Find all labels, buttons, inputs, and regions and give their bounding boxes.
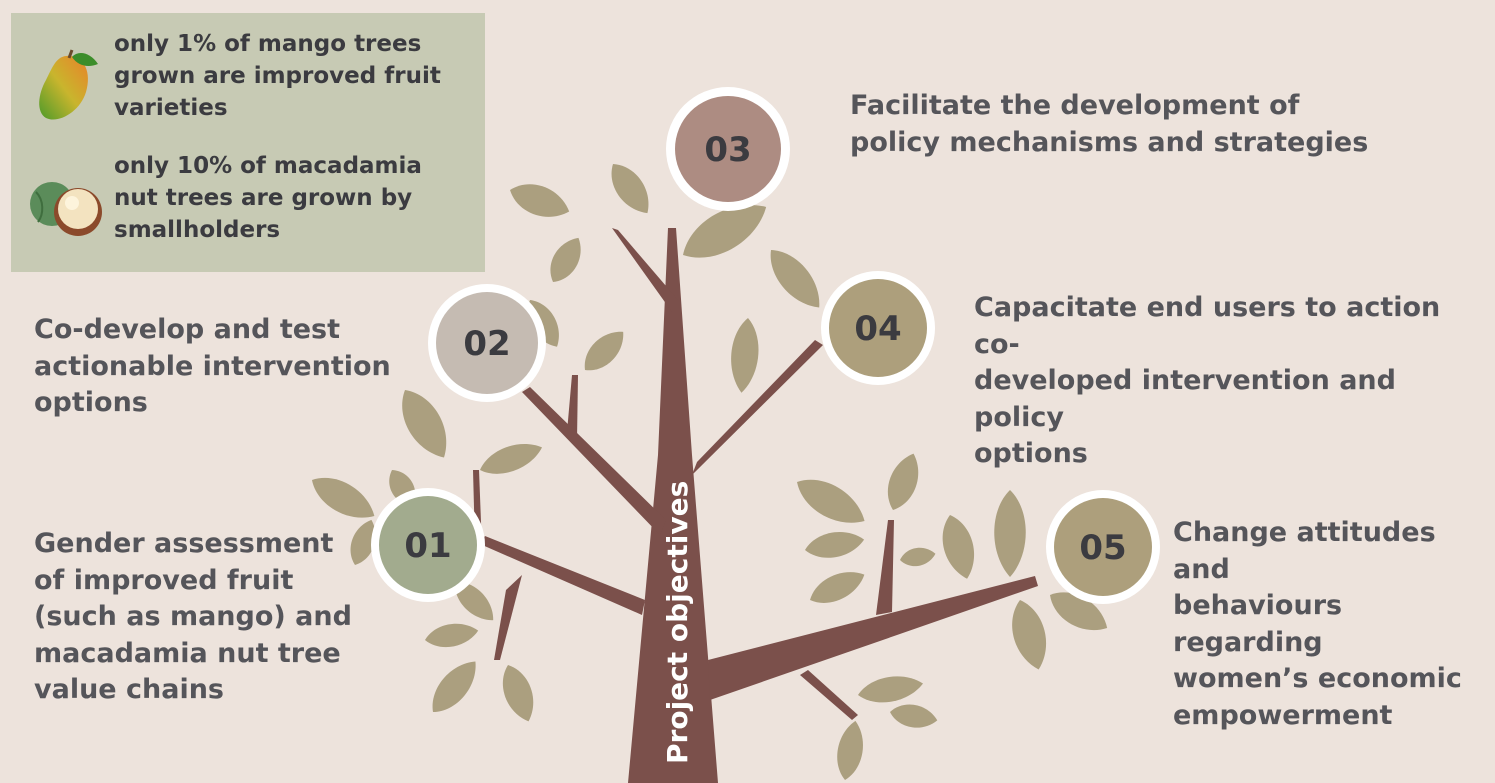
objective-01-text: Gender assessment of improved fruit (suc… xyxy=(34,528,352,705)
leaf xyxy=(804,563,870,612)
node-01: 01 xyxy=(371,488,485,602)
leaf xyxy=(504,176,575,226)
twig xyxy=(800,670,858,720)
node-fill xyxy=(436,292,538,394)
twig xyxy=(494,575,522,660)
twig xyxy=(567,375,578,440)
leaf xyxy=(304,467,382,529)
leaf xyxy=(880,449,927,515)
leaf xyxy=(576,323,632,379)
leaf xyxy=(1004,595,1054,674)
leaf xyxy=(994,490,1026,577)
node-fill xyxy=(829,279,927,377)
objective-03-text: Facilitate the development of policy mec… xyxy=(850,90,1369,158)
leaf xyxy=(728,316,762,394)
node-05: 05 xyxy=(1046,490,1160,604)
leaf xyxy=(888,700,940,732)
trunk xyxy=(628,228,718,783)
leaf xyxy=(542,231,590,289)
branch xyxy=(708,576,1038,700)
branch xyxy=(480,536,645,615)
leaf xyxy=(475,435,547,482)
node-number: 03 xyxy=(704,130,751,170)
leaf xyxy=(601,156,659,221)
objective-04-text: Capacitate end users to action co- devel… xyxy=(974,292,1441,469)
node-number: 04 xyxy=(854,309,901,349)
leaf xyxy=(855,671,926,708)
node-fill xyxy=(675,96,781,202)
node-03: 03 xyxy=(666,87,790,211)
stat-macadamia-text: only 10% of macadamia nut trees are grow… xyxy=(114,153,422,243)
node-number: 05 xyxy=(1079,528,1126,568)
leaf xyxy=(898,544,938,569)
node-02: 02 xyxy=(428,284,546,402)
node-04: 04 xyxy=(821,271,935,385)
stat-mango-text: only 1% of mango trees grown are improve… xyxy=(114,31,441,121)
node-number: 02 xyxy=(463,324,510,364)
leaf xyxy=(390,381,459,466)
branch xyxy=(522,387,666,535)
tree-trunk xyxy=(473,228,1038,783)
mango-icon xyxy=(39,49,98,120)
node-number: 01 xyxy=(404,526,451,566)
objective-02-text: Co-develop and test actionable intervent… xyxy=(34,314,391,418)
leaf xyxy=(495,660,542,726)
leaf xyxy=(759,240,831,317)
objective-05-text: Change attitudes and behaviours regardin… xyxy=(1173,517,1462,731)
macadamia-nut-icon xyxy=(30,182,102,236)
branch xyxy=(692,340,823,475)
leaf xyxy=(422,652,486,721)
leaf xyxy=(832,718,868,783)
twig xyxy=(876,520,894,615)
node-fill xyxy=(379,496,477,594)
leaf xyxy=(423,619,481,652)
trunk-label: Project objectives xyxy=(661,481,694,764)
node-fill xyxy=(1054,498,1152,596)
leaf xyxy=(789,468,873,535)
leaf xyxy=(802,527,867,563)
leaf xyxy=(935,511,982,583)
branch xyxy=(612,228,678,312)
